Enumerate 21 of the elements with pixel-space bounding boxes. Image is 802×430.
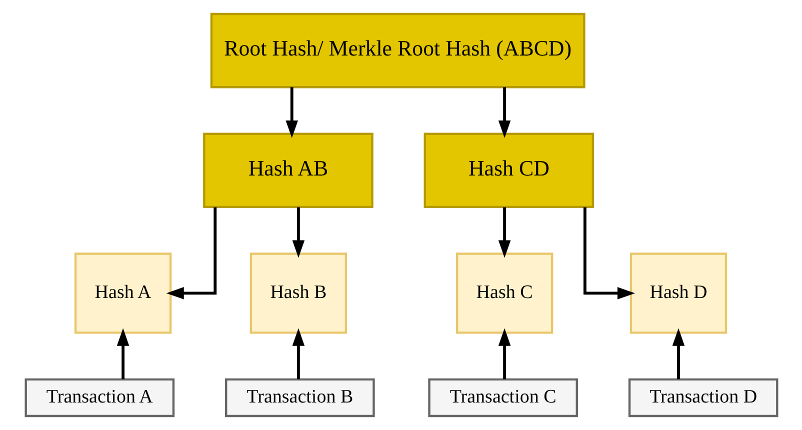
node-box: Hash C (455, 252, 553, 334)
node-box: Hash AB (202, 132, 373, 208)
node-box: Hash CD (423, 132, 594, 208)
node-box: Root Hash/ Merkle Root Hash (ABCD) (210, 12, 585, 88)
arrow (292, 207, 304, 258)
arrow (498, 328, 510, 380)
arrow (116, 328, 129, 380)
arrow (285, 87, 298, 138)
node-box: Transaction C (428, 378, 578, 418)
arrow (292, 328, 304, 380)
node-box: Transaction D (628, 378, 778, 418)
node-box: Hash B (249, 252, 347, 334)
arrow (498, 207, 510, 258)
arrow (498, 87, 510, 138)
node-box: Transaction B (224, 378, 374, 418)
arrow (672, 328, 684, 380)
arrow (166, 207, 216, 300)
node-box: Hash D (629, 252, 727, 334)
arrow (582, 207, 635, 300)
node-box: Transaction A (24, 378, 174, 418)
node-box: Hash A (74, 252, 172, 334)
